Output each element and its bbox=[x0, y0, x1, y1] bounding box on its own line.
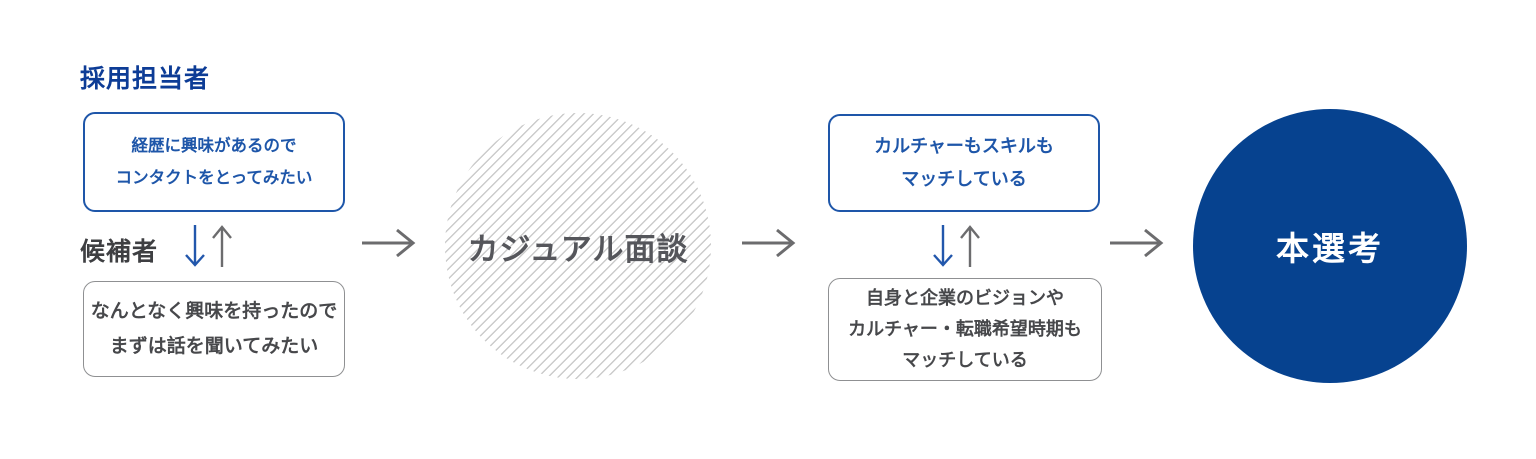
thought-line: マッチしている bbox=[902, 350, 1028, 370]
down-arrow-icon bbox=[185, 225, 205, 267]
right-arrow-icon bbox=[362, 228, 416, 258]
recruiter-match-box: カルチャーもスキルも マッチしている bbox=[828, 114, 1100, 212]
exchange-arrows-icon bbox=[933, 225, 980, 267]
recruiter-label: 採用担当者 bbox=[80, 65, 211, 93]
thought-line: なんとなく興味を持ったので bbox=[90, 301, 338, 322]
right-arrow-icon bbox=[742, 228, 796, 258]
recruiter-thought-box: 経歴に興味があるので コンタクトをとってみたい bbox=[83, 112, 345, 212]
casual-interview-circle: カジュアル面談 bbox=[445, 113, 711, 379]
candidate-match-box: 自身と企業のビジョンや カルチャー・転職希望時期も マッチしている bbox=[828, 278, 1102, 381]
casual-interview-title: カジュアル面談 bbox=[467, 231, 689, 267]
up-arrow-icon bbox=[960, 225, 980, 267]
thought-line: マッチしている bbox=[901, 169, 1027, 189]
up-arrow-icon bbox=[212, 225, 232, 267]
down-arrow-icon bbox=[933, 225, 953, 267]
thought-line: カルチャー・転職希望時期も bbox=[848, 319, 1082, 339]
final-selection-title: 本選考 bbox=[1276, 230, 1384, 267]
candidate-thought-box: なんとなく興味を持ったので まずは話を聞いてみたい bbox=[83, 281, 345, 377]
thought-line: まずは話を聞いてみたい bbox=[109, 336, 319, 357]
thought-line: 自身と企業のビジョンや bbox=[866, 288, 1064, 308]
right-arrow-icon bbox=[1110, 228, 1164, 258]
exchange-arrows-icon bbox=[185, 225, 232, 267]
thought-line: カルチャーもスキルも bbox=[874, 136, 1054, 156]
thought-line: コンタクトをとってみたい bbox=[115, 169, 313, 187]
thought-line: 経歴に興味があるので bbox=[131, 137, 297, 155]
candidate-label: 候補者 bbox=[80, 238, 159, 266]
final-selection-circle: 本選考 bbox=[1193, 109, 1467, 383]
